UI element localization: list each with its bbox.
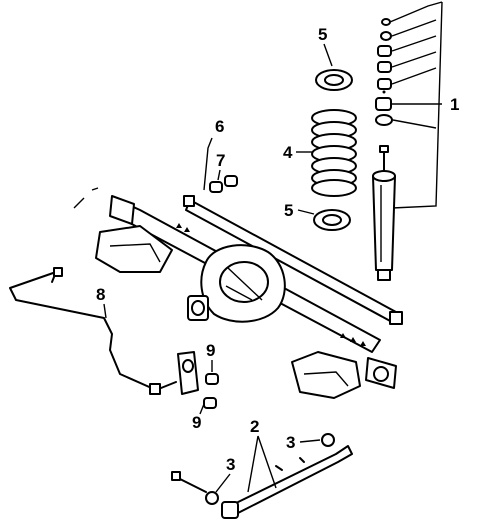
bracket-left-detail (109, 243, 161, 263)
lead-line (391, 67, 437, 85)
bushing-left (205, 491, 219, 505)
washer-small (380, 31, 392, 41)
retainer-upper (377, 61, 392, 73)
pinion-flange-hole (191, 300, 205, 316)
lead-line (391, 35, 437, 52)
callout-6: 6 (215, 117, 224, 136)
nut-dot (382, 90, 386, 94)
callout-7: 7 (216, 151, 225, 170)
spring-assembly: 5 4 5 (283, 25, 357, 231)
spring-seat-upper-hole (324, 74, 344, 86)
washer-small-top (381, 18, 391, 26)
bushing-upper (377, 45, 392, 57)
shock-rod-tip (379, 145, 389, 153)
link-bushing-upper (205, 373, 219, 385)
callout-3-right: 3 (286, 433, 295, 452)
bushing-right (321, 433, 335, 447)
link-hole (182, 359, 194, 373)
lead-line (391, 51, 437, 68)
lead-line (297, 209, 315, 215)
washer-lower (375, 114, 393, 126)
control-arm-bar (229, 445, 353, 515)
shock-hardware-stack: 1 (375, 1, 459, 209)
bracket-right-detail (303, 371, 349, 387)
bushing-lower (375, 97, 392, 111)
lead-line (389, 1, 443, 23)
link-bushing-lower (203, 397, 217, 409)
callout-3-left: 3 (226, 455, 235, 474)
lead-line (299, 439, 321, 443)
lateral-rod-end-right (389, 311, 403, 325)
control-arm: 2 3 3 (171, 417, 353, 519)
rod-bushing (209, 181, 223, 193)
shock-absorber (372, 145, 396, 281)
lead-line (203, 137, 213, 191)
stabilizer-bushing (149, 383, 161, 395)
axle-flange-left (109, 195, 135, 225)
callout-9-lower: 9 (192, 413, 201, 432)
bolt-head (171, 471, 181, 481)
stabilizer-end-left (53, 267, 63, 277)
shock-lower-eye (377, 269, 391, 281)
lead-line (247, 435, 277, 493)
lateral-rod-end-left (183, 195, 195, 207)
lead-line (323, 43, 333, 67)
rod-bushing-2 (224, 175, 238, 187)
axle-housing (73, 187, 397, 399)
spring-seat-lower-hole (322, 214, 342, 226)
lead-line (199, 403, 205, 415)
lead-line (392, 119, 437, 129)
callout-2: 2 (250, 417, 259, 436)
shock-top-cap (372, 170, 396, 182)
bolt (177, 477, 207, 493)
bracket-left (95, 225, 173, 273)
lead-line (217, 169, 221, 181)
callout-1: 1 (450, 95, 459, 114)
callout-5-lower: 5 (284, 201, 293, 220)
lead-line (103, 303, 107, 319)
bushing-middle (377, 78, 392, 90)
lead-line (215, 473, 231, 493)
axle-flange-right-hole (373, 366, 389, 382)
callout-4: 4 (283, 143, 293, 162)
control-arm-tabs (275, 457, 305, 471)
stabilizer-bar-rod (9, 271, 177, 391)
control-arm-bushing-left (221, 501, 239, 519)
callout-8: 8 (96, 285, 105, 304)
bracket-right (291, 351, 361, 399)
callout-9-upper: 9 (206, 341, 215, 360)
coil-spring (311, 109, 357, 197)
stabilizer-bar: 8 9 9 (9, 267, 219, 432)
breather-fragment (73, 187, 99, 209)
callout-5-upper: 5 (318, 25, 327, 44)
lateral-rod: 6 7 (183, 117, 403, 325)
lead-line (391, 19, 437, 37)
shock-body (372, 175, 396, 271)
differential-ribs (225, 267, 263, 301)
lead-line-bracket (391, 1, 443, 209)
